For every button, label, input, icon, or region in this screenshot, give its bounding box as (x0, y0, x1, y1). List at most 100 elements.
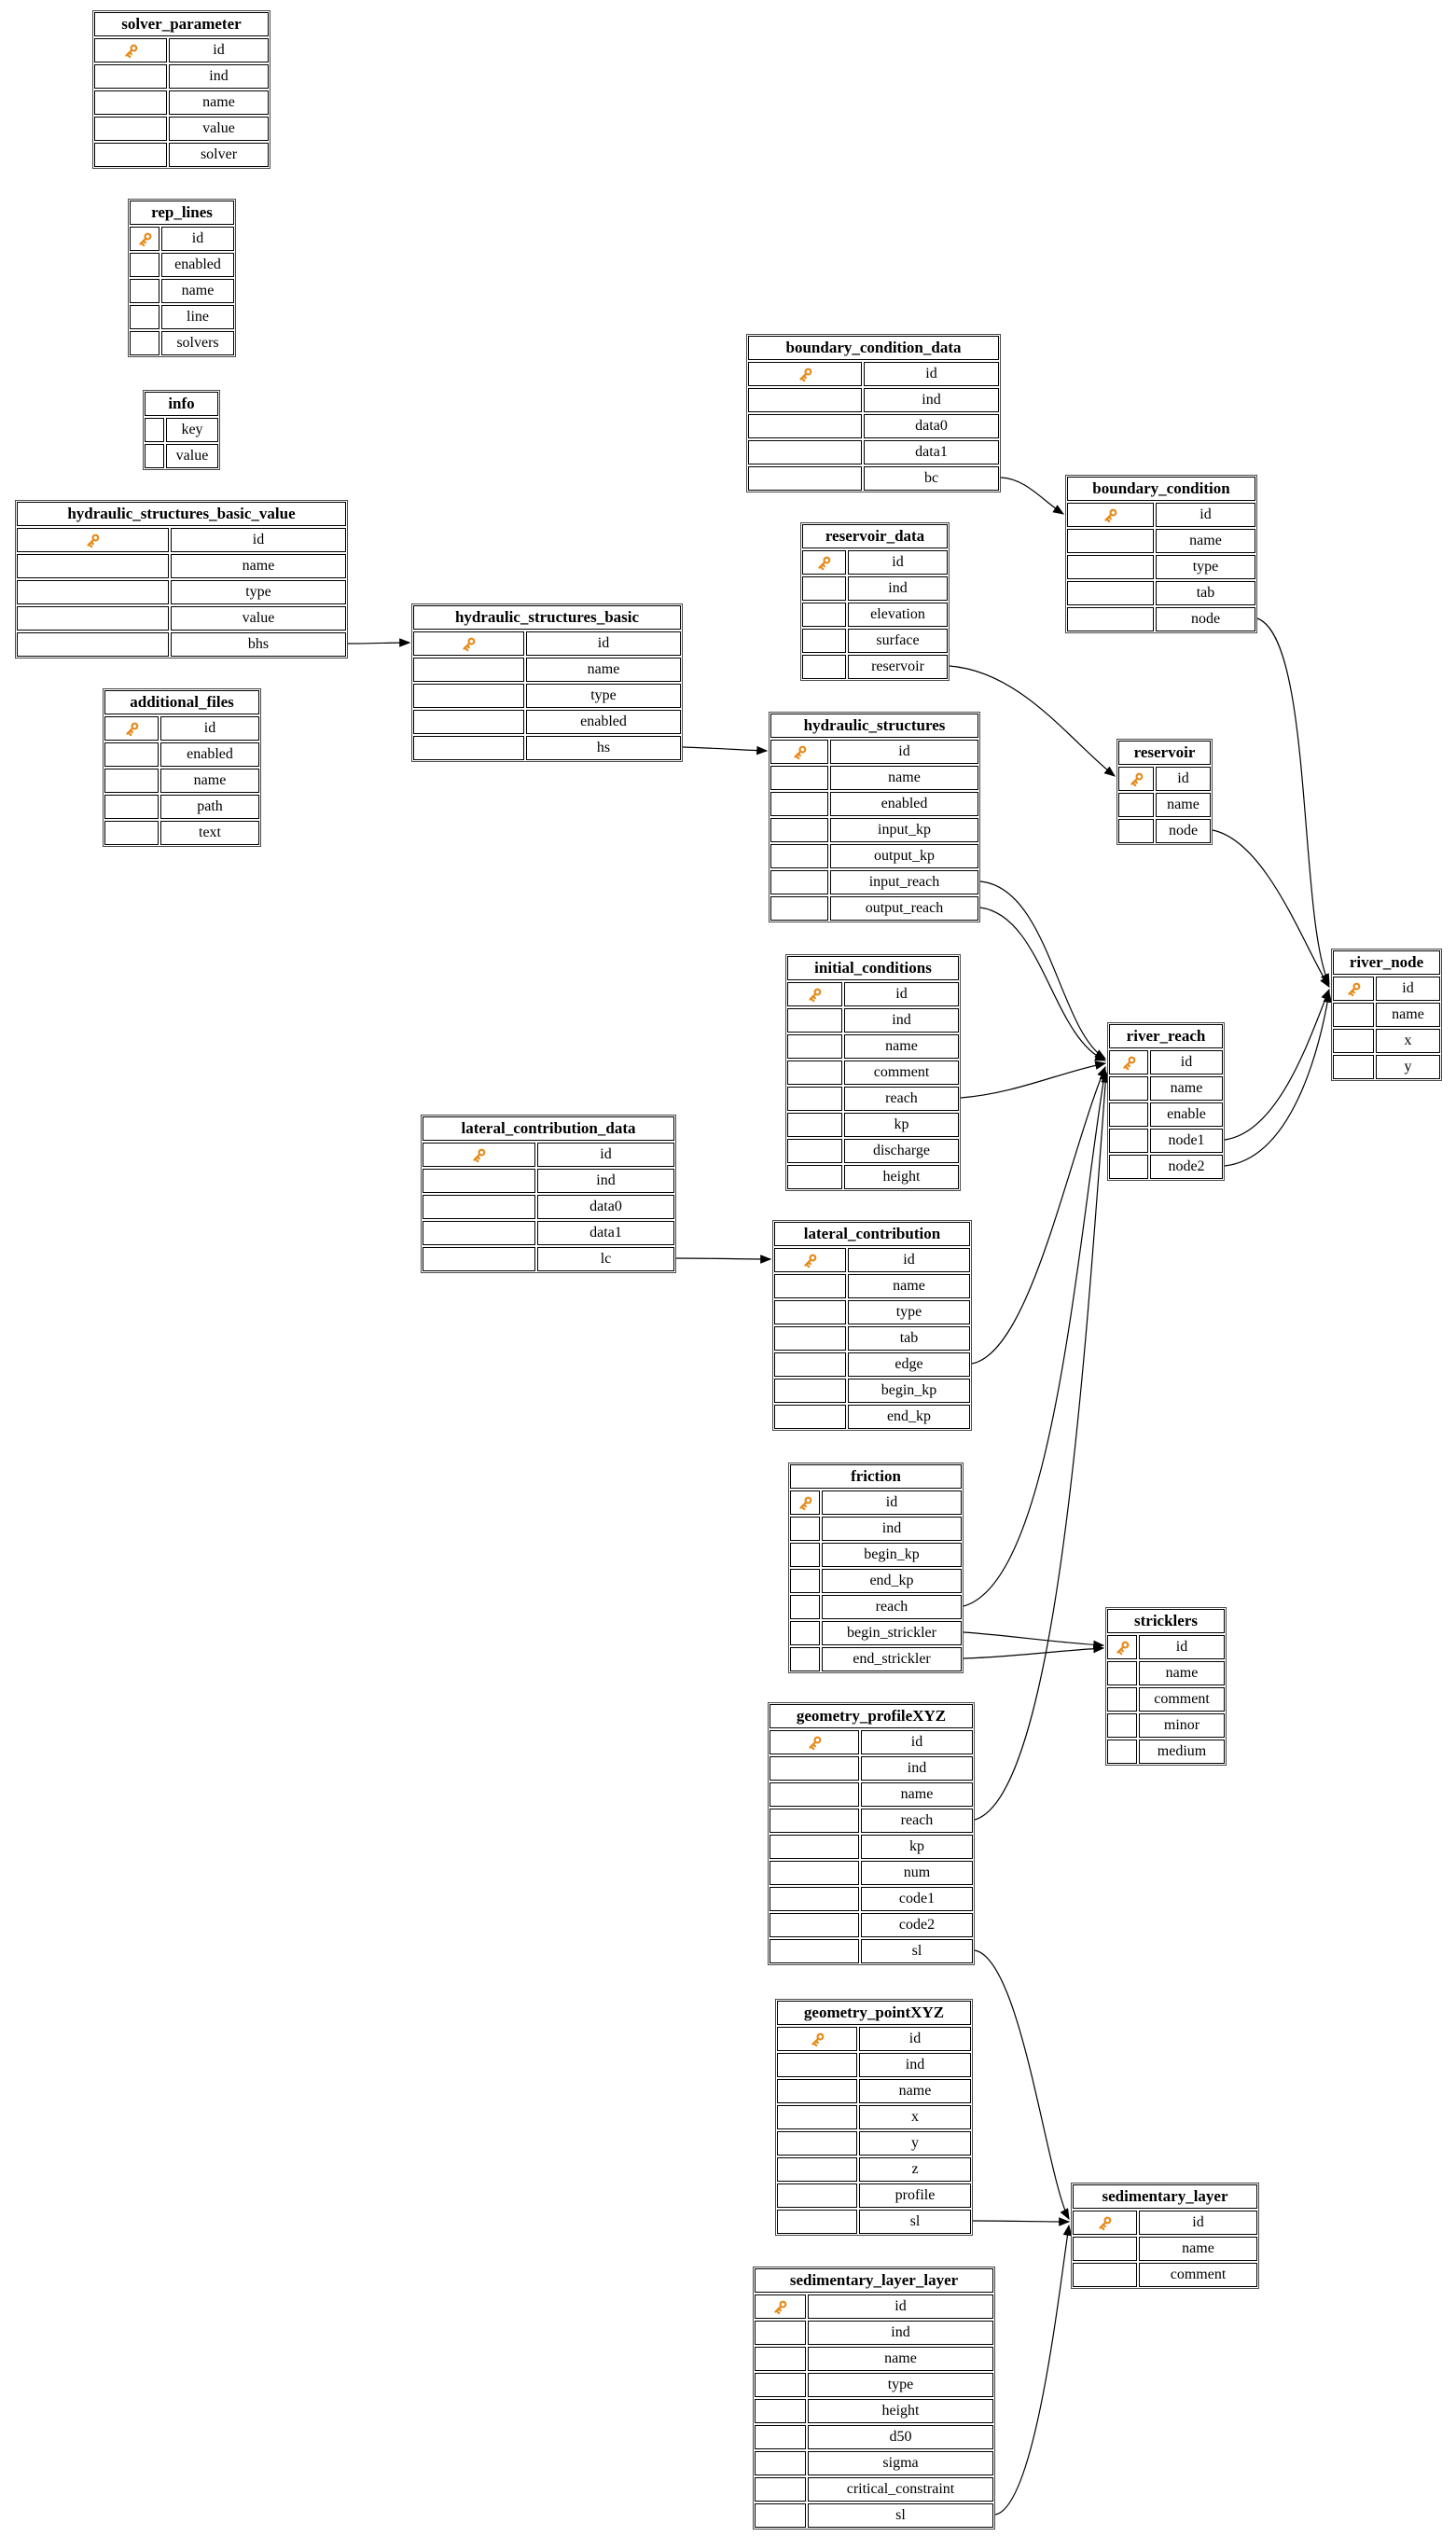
key-cell (423, 1169, 535, 1193)
table-title: hydraulic_structures_basic (413, 605, 681, 630)
field-cell: type (848, 1300, 970, 1324)
key-cell (423, 1221, 535, 1245)
table-row: x (1333, 1029, 1440, 1053)
field-cell: ind (844, 1008, 959, 1033)
field-cell: id (1150, 1050, 1223, 1074)
fk-edge-sedimentary_layer_layer.sl-to-sedimentary_layer.id (994, 2224, 1073, 2516)
table-row: id (413, 631, 681, 656)
key-cell (17, 632, 169, 657)
field-cell: ind (848, 576, 948, 601)
key-cell (1107, 1661, 1137, 1685)
table-row: node2 (1109, 1155, 1223, 1179)
fk-edge-hydraulic_structures_basic_value.bhs-to-hydraulic_structures_basic.id (347, 638, 411, 647)
table-row: id (1333, 977, 1440, 1001)
key-cell (1333, 1003, 1374, 1027)
field-cell: node2 (1150, 1155, 1223, 1179)
field-cell: enable (1150, 1102, 1223, 1127)
key-cell (774, 1248, 846, 1272)
key-cell (145, 418, 164, 442)
field-cell: node (1156, 607, 1255, 631)
key-cell (770, 870, 828, 894)
fk-edge-river_reach.node2-to-river_node.id (1224, 991, 1332, 1167)
key-cell (1073, 2237, 1137, 2261)
key-cell (1333, 977, 1374, 1001)
table-row: id (787, 982, 959, 1006)
key-cell (755, 2347, 806, 2371)
table-row: reach (790, 1595, 962, 1619)
table-row: tab (774, 1326, 970, 1351)
key-cell (777, 2157, 857, 2182)
field-cell: name (169, 90, 269, 115)
field-cell: height (844, 1165, 959, 1189)
field-cell: ind (861, 1756, 973, 1781)
table-title: river_node (1333, 950, 1440, 975)
field-cell: output_reach (830, 896, 978, 921)
key-cell (1107, 1687, 1137, 1712)
table-title: boundary_condition_data (748, 336, 999, 360)
key-cell (802, 550, 846, 575)
key-cell (1118, 793, 1154, 817)
table-row: enable (1109, 1102, 1223, 1127)
key-cell (777, 2027, 857, 2051)
table-row: line (130, 305, 234, 329)
table-row: node1 (1109, 1129, 1223, 1153)
field-cell: bc (864, 466, 999, 491)
key-cell (1109, 1050, 1148, 1074)
field-cell: value (171, 606, 346, 631)
table-row: d50 (755, 2425, 993, 2449)
key-cell (413, 658, 524, 682)
field-cell: name (526, 658, 681, 682)
table-row: type (17, 580, 346, 604)
field-cell: name (160, 769, 259, 793)
table-row: tab (1067, 581, 1255, 605)
table-row: node (1067, 607, 1255, 631)
field-cell: height (808, 2399, 993, 2423)
field-cell: reach (844, 1087, 959, 1111)
primary-key-icon (804, 1254, 817, 1268)
field-cell: code2 (861, 1913, 973, 1937)
key-cell (130, 279, 159, 303)
key-cell (1109, 1129, 1148, 1153)
field-cell: id (864, 362, 999, 386)
fk-edge-geometry_pointXYZ.sl-to-sedimentary_layer.id (972, 2217, 1071, 2226)
field-cell: name (161, 279, 234, 303)
field-cell: profile (859, 2183, 971, 2208)
field-cell: critical_constraint (808, 2477, 993, 2502)
field-cell: kp (844, 1113, 959, 1137)
field-cell: name (808, 2347, 993, 2371)
key-cell (145, 444, 164, 468)
table-row: solver (94, 143, 269, 167)
table-title: additional_files (104, 690, 259, 714)
key-cell (17, 528, 169, 552)
table-row: minor (1107, 1713, 1225, 1738)
key-cell (790, 1490, 820, 1515)
key-cell (1073, 2263, 1137, 2287)
table-row: sigma (755, 2451, 993, 2475)
key-cell (802, 576, 846, 601)
table-title: hydraulic_structures_basic_value (17, 502, 346, 526)
table-row: name (755, 2347, 993, 2371)
field-cell: end_strickler (822, 1647, 962, 1671)
table-row: critical_constraint (755, 2477, 993, 2502)
table-row: ind (755, 2321, 993, 2345)
key-cell (777, 2079, 857, 2103)
table-row: medium (1107, 1740, 1225, 1764)
table-row: profile (777, 2183, 971, 2208)
key-cell (413, 631, 524, 656)
primary-key-icon (463, 637, 476, 651)
field-cell: z (859, 2157, 971, 2182)
fk-edge-hydraulic_structures.output_reach-to-river_reach.id (979, 907, 1107, 1061)
table-row: node (1118, 819, 1211, 843)
table-row: solvers (130, 331, 234, 355)
field-cell: data1 (537, 1221, 674, 1245)
key-cell (770, 1809, 859, 1833)
field-cell: type (1156, 555, 1255, 579)
key-cell (1109, 1102, 1148, 1127)
field-cell: name (1156, 529, 1255, 553)
field-cell: text (160, 821, 259, 845)
